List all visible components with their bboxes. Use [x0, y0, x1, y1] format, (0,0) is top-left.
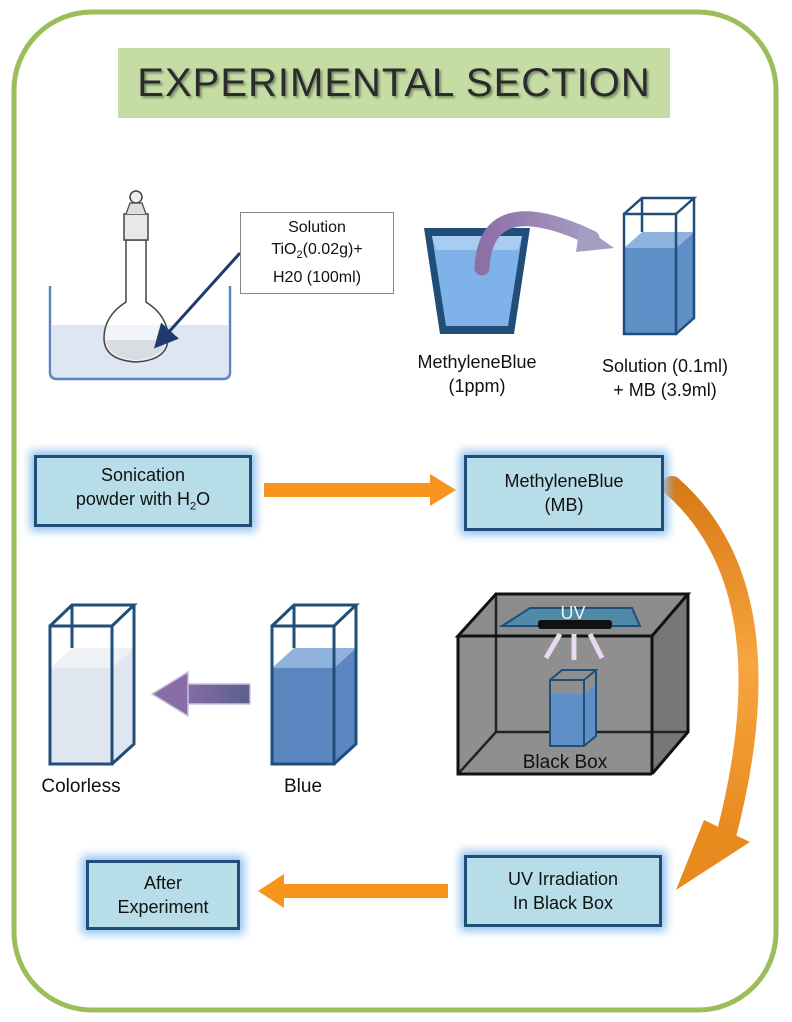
- black-box-label: Black Box: [522, 752, 608, 773]
- step-sonication-line-1: Sonication: [100, 465, 186, 486]
- uv-label: UV: [560, 603, 586, 623]
- colorless-cuvette: [48, 603, 138, 766]
- step-sonication: Sonication powder with H2O: [34, 455, 252, 527]
- curved-arrowhead: [676, 820, 750, 890]
- step-uv-irradiation: UV Irradiation In Black Box: [464, 855, 662, 927]
- beaker-label-line-1: MethyleneBlue: [417, 352, 537, 372]
- black-box-illustration: [454, 592, 692, 776]
- step-sonication-suffix: O: [196, 489, 211, 510]
- transfer-arrow: [474, 211, 600, 276]
- callout-line-1: Solution: [288, 219, 346, 237]
- step-uv-line-2: In Black Box: [512, 893, 614, 913]
- blue-to-colorless-arrow: [150, 670, 251, 718]
- colorless-label: Colorless: [41, 776, 121, 797]
- callout-tio: TiO: [271, 241, 297, 259]
- step-uv-line-1: UV Irradiation: [507, 869, 619, 889]
- curved-arrow-mb-to-uv: [662, 476, 759, 846]
- blue-cuvette: [270, 603, 360, 766]
- step-sonication-text: powder with H: [75, 489, 190, 510]
- callout-tio-amount: (0.02g)+: [302, 241, 363, 259]
- cuvette-label-line-1: Solution (0.1ml): [601, 356, 729, 376]
- callout-arrow: [153, 251, 242, 349]
- step-methylene-blue: MethyleneBlue (MB): [464, 455, 664, 531]
- step-mb-line-2: (MB): [544, 495, 584, 515]
- cuvette-label: Solution (0.1ml) + MB (3.9ml): [574, 354, 756, 402]
- arrow-uv-to-after: [258, 874, 448, 908]
- section-title-banner: EXPERIMENTAL SECTION: [118, 48, 670, 118]
- cuvette-label-line-2: + MB (3.9ml): [613, 380, 717, 400]
- callout-line-3: H20 (100ml): [272, 268, 362, 286]
- beaker-label: MethyleneBlue (1ppm): [394, 350, 560, 398]
- callout-tio-subscript: 2: [296, 249, 303, 262]
- callout-line-2: TiO2(0.02g)+: [271, 239, 362, 266]
- methylene-blue-beaker: [424, 228, 530, 334]
- step-sonication-line-2: powder with H2O: [76, 487, 210, 519]
- mixing-cuvette: [622, 196, 698, 336]
- step-after-line-1: After: [143, 873, 182, 893]
- step-sonication-subscript: 2: [189, 500, 197, 513]
- section-title: EXPERIMENTAL SECTION: [137, 60, 651, 105]
- solution-callout: Solution TiO2(0.02g)+ H20 (100ml): [240, 212, 394, 294]
- water-bath-illustration: [48, 190, 232, 381]
- blue-label: Blue: [283, 776, 323, 797]
- step-mb-line-1: MethyleneBlue: [504, 471, 624, 491]
- step-after-experiment: After Experiment: [86, 860, 240, 930]
- step-after-line-2: Experiment: [117, 897, 209, 917]
- transfer-arrowhead: [576, 224, 614, 252]
- arrow-sonication-to-mb: [264, 474, 456, 506]
- beaker-label-line-2: (1ppm): [448, 376, 506, 396]
